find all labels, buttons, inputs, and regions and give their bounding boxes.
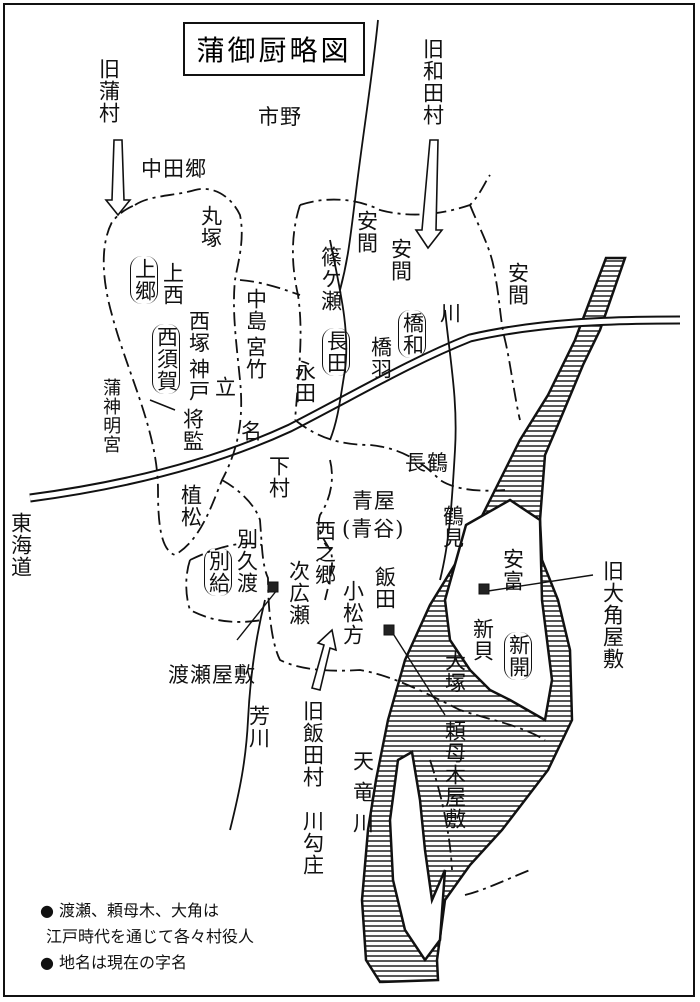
label-maruzuka: 丸塚	[198, 205, 223, 249]
label-shinkai: 新貝	[470, 618, 495, 662]
hogawa-river	[229, 599, 266, 831]
label-nagatsuru: 長鶴	[405, 451, 449, 475]
label-ichino: 市野	[258, 105, 302, 129]
label-tenryu-river: 天竜川	[350, 750, 375, 843]
label-yasuma-upper: 安間	[354, 210, 379, 254]
arrow-kaba	[104, 139, 132, 217]
river-island-2	[388, 750, 447, 963]
label-shinkai-paren: 新開	[504, 632, 532, 680]
label-nagata: 永田	[292, 360, 317, 404]
map-title: 蒲御厨略図	[183, 22, 365, 76]
label-miyatake: 宮竹	[243, 336, 268, 380]
map-notes: ● 渡瀬、頼母木、大角は 江戸時代を通じて各々村役人 ● 地名は現在の字名	[40, 898, 254, 976]
frame-border	[3, 3, 695, 997]
label-bekkuto: 別久渡	[234, 528, 259, 594]
label-old-wada-village: 旧和田村	[420, 38, 445, 126]
label-shogen: 将監	[180, 408, 205, 452]
yorimogi-mansion-marker	[383, 624, 395, 636]
label-uematsu: 植松	[178, 484, 203, 528]
label-yorimogi-mansion: 頼母木屋敷	[442, 720, 467, 830]
label-hogawa: 芳川	[246, 705, 271, 749]
mansion-markers	[267, 581, 490, 636]
label-hashiba: 橋羽	[368, 336, 393, 380]
label-nishinogo: 西之郷	[312, 520, 337, 586]
label-yasuma-upper-2: 安間	[388, 238, 413, 282]
label-aoya: 青屋	[352, 489, 396, 513]
label-tsurumi: 鶴見	[440, 505, 465, 549]
label-watase-mansion: 渡瀬屋敷	[168, 663, 256, 687]
arrow-iida	[311, 628, 338, 691]
yasuma-river	[439, 309, 457, 581]
river-island-1	[443, 498, 554, 722]
label-yasutomi: 安富	[500, 548, 525, 592]
osumi-mansion-marker	[478, 583, 490, 595]
arrow-wada	[414, 139, 444, 250]
label-nishisuga: 西須賀	[152, 324, 180, 394]
label-nakatago: 中田郷	[141, 157, 207, 181]
label-tachi: 立	[212, 376, 237, 398]
label-old-osumi-mansion: 旧大角屋敷	[600, 560, 625, 670]
label-otsuka: 大塚	[442, 650, 467, 694]
label-kanbe: 神戸	[186, 358, 211, 402]
label-old-iida-village: 旧飯田村	[300, 700, 325, 788]
label-nagata-paren: 長田	[322, 328, 350, 376]
arrows	[104, 139, 444, 691]
label-iida: 飯田	[372, 566, 397, 610]
label-old-kaba-village: 旧蒲村	[96, 58, 121, 124]
note-line-2: 江戸時代を通じて各々村役人	[46, 927, 255, 946]
label-kaba-shrine: 蒲神明宮	[100, 378, 122, 454]
label-yasuma-right: 安間	[505, 262, 530, 306]
label-shinogase: 篠ケ瀬	[318, 246, 343, 312]
label-nishizuka: 西塚	[186, 310, 211, 354]
label-bekkyu-paren: 別給	[204, 548, 232, 596]
label-kawawasho: 川勾庄	[300, 810, 325, 876]
kaba-boundary-line	[149, 399, 176, 411]
label-nakajima: 中島	[243, 288, 268, 332]
note-line-3: ● 地名は現在の字名	[40, 953, 188, 972]
village-boundaries	[102, 174, 546, 896]
note-line-1: ● 渡瀬、頼母木、大角は	[40, 901, 220, 920]
label-shimomura: 下村	[266, 455, 291, 499]
label-komatsukata: 小松方	[340, 580, 365, 646]
label-tokaido: 東海道	[8, 512, 33, 578]
label-kamigo: 上郷	[130, 256, 158, 304]
watase-mansion-marker	[267, 581, 279, 593]
label-uenishi: 上西	[160, 262, 185, 306]
label-kawa: 川	[437, 302, 462, 324]
label-tsugi-hirose: 次広瀬	[286, 560, 311, 626]
label-hashiwa-paren: 橋和	[398, 310, 426, 358]
label-aoya-paren: (青谷)	[342, 517, 405, 541]
label-na: 名	[238, 420, 263, 442]
leader-lines	[236, 574, 594, 716]
stream-north	[339, 19, 379, 291]
